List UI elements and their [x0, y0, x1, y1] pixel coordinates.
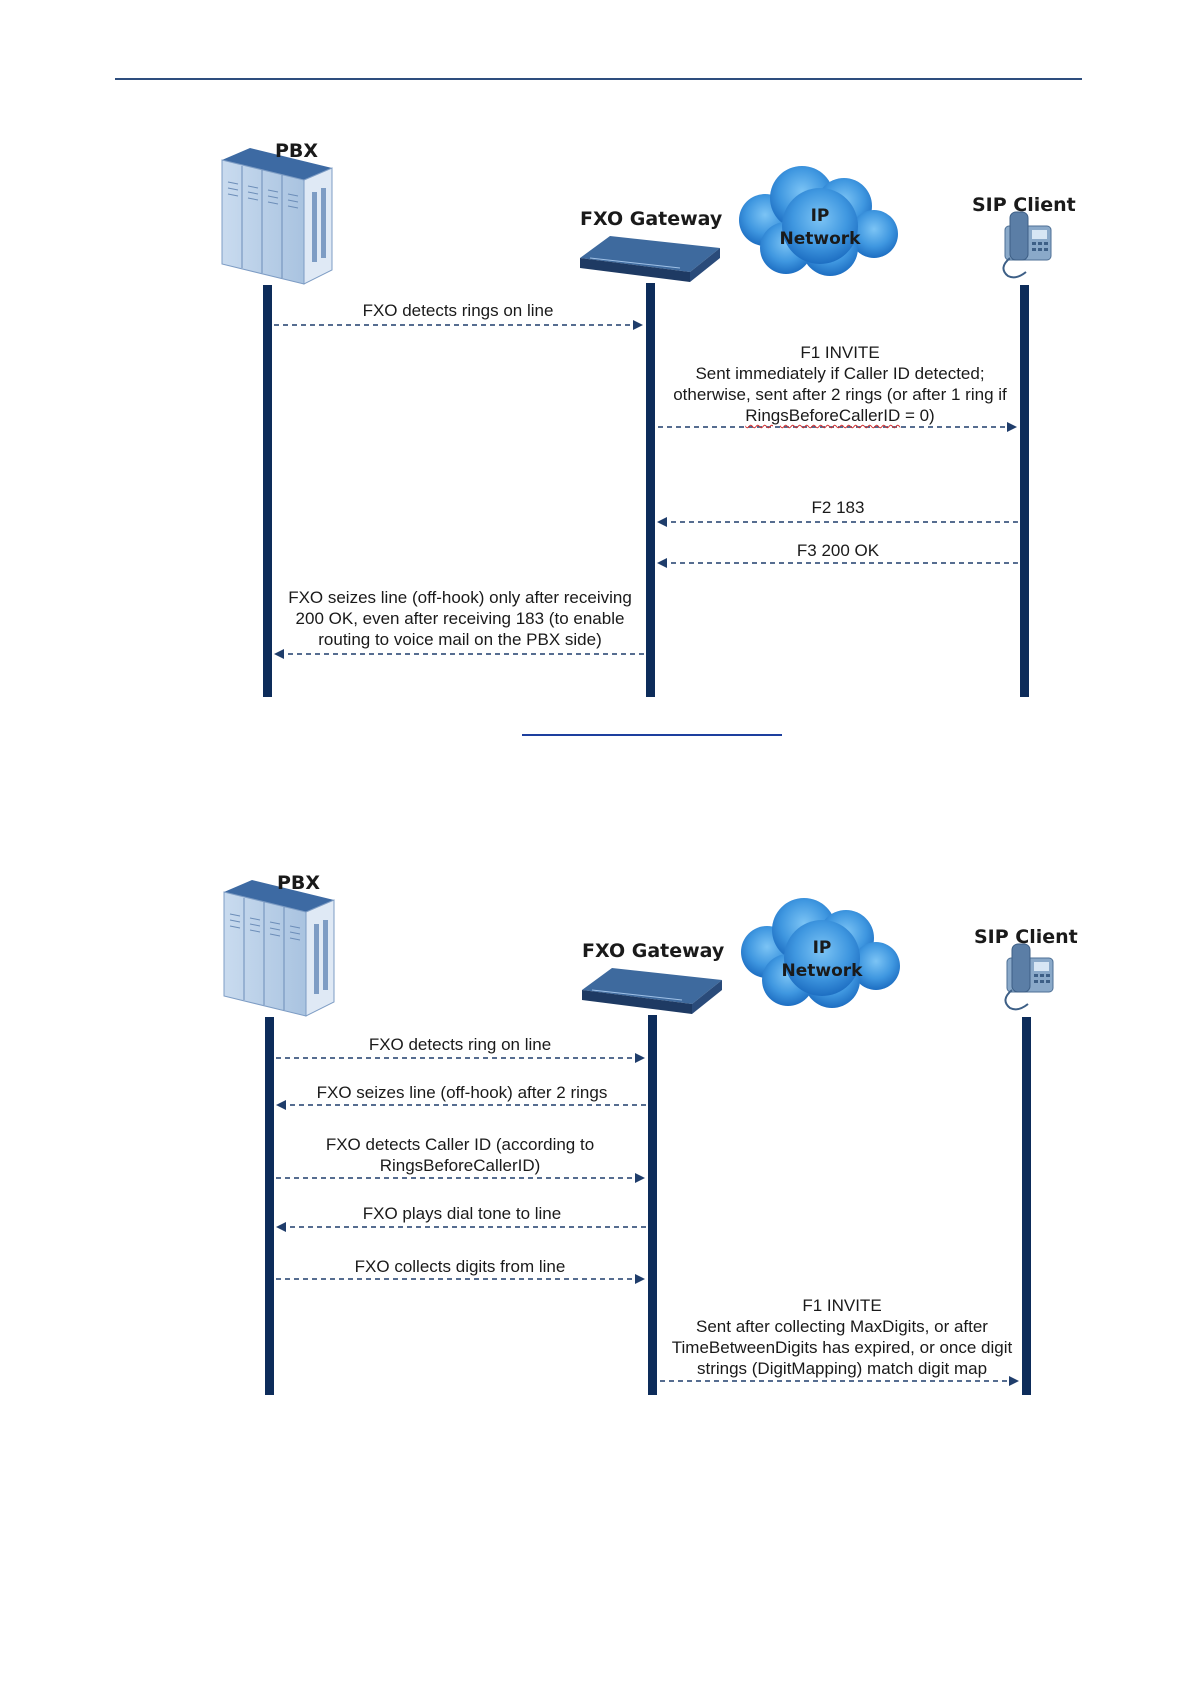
ip-network-cloud-icon [741, 898, 900, 1008]
message-line: otherwise, sent after 2 rings (or after … [673, 385, 1007, 404]
client-lifeline [1020, 285, 1029, 697]
message-line: FXO detects ring on line [368, 1035, 552, 1054]
message-line: Sent immediately if Caller ID detected; [695, 364, 985, 383]
pbx-building-icon [223, 880, 335, 1017]
network-label: IP Network [772, 937, 872, 983]
sequence-diagram-1: PBX FXO Gateway IP Network SIP Client FX… [180, 140, 1080, 700]
message-label: FXO seizes line (off-hook) only after re… [274, 587, 646, 650]
gateway-label: FXO Gateway [580, 208, 723, 230]
network-label-line-2: Network [779, 229, 861, 249]
network-label: IP Network [770, 205, 870, 251]
sip-phone-icon [1004, 943, 1054, 1011]
message-line: F1 INVITE [802, 1296, 882, 1315]
message-line: FXO detects Caller ID (according to [325, 1135, 595, 1154]
gateway-label: FXO Gateway [582, 940, 725, 962]
message-label: FXO detects Caller ID (according to Ring… [276, 1134, 644, 1176]
message-line: RingsBeforeCallerID = 0) [745, 406, 935, 425]
message-line: FXO seizes line (off-hook) after 2 rings [316, 1083, 608, 1102]
message-line: 200 OK, even after receiving 183 (to ena… [295, 609, 625, 628]
message-line: routing to voice mail on the PBX side) [318, 630, 602, 649]
message-line: F2 183 [811, 498, 865, 517]
gateway-lifeline [646, 283, 655, 697]
message-line: RingsBeforeCallerID) [379, 1156, 541, 1175]
pbx-label: PBX [277, 872, 321, 894]
pbx-label: PBX [275, 140, 319, 162]
message-label: FXO collects digits from line [276, 1256, 644, 1277]
client-lifeline [1022, 1017, 1031, 1395]
message-line: strings (DigitMapping) match digit map [696, 1359, 988, 1378]
message-label: FXO seizes line (off-hook) after 2 rings [276, 1082, 648, 1103]
sequence-diagram-2: PBX FXO Gateway IP Network SIP Client FX… [180, 872, 1080, 1412]
network-label-line-1: IP [810, 206, 830, 226]
message-line: TimeBetweenDigits has expired, or once d… [671, 1338, 1013, 1357]
caption-link-underline [522, 734, 782, 736]
message-line: F3 200 OK [796, 541, 880, 560]
diagram-1-graphics [221, 148, 1052, 697]
fxo-gateway-device-icon [582, 968, 722, 1014]
gateway-lifeline [648, 1015, 657, 1395]
message-line: FXO seizes line (off-hook) only after re… [288, 588, 632, 607]
pbx-building-icon [221, 148, 333, 285]
pbx-lifeline [263, 285, 272, 697]
message-line: FXO plays dial tone to line [362, 1204, 562, 1223]
message-line: Sent after collecting MaxDigits, or afte… [696, 1317, 988, 1336]
sip-phone-icon [1002, 211, 1052, 279]
message-label: FXO detects ring on line [276, 1034, 644, 1055]
spellcheck-word: RingsBeforeCallerID [745, 406, 901, 425]
message-line: FXO collects digits from line [354, 1257, 566, 1276]
message-label: FXO plays dial tone to line [276, 1203, 648, 1224]
message-line: F1 INVITE [800, 343, 880, 362]
ip-network-cloud-icon [739, 166, 898, 276]
message-label: F2 183 [658, 497, 1018, 518]
network-label-line-1: IP [812, 938, 832, 958]
message-label: F1 INVITE Sent after collecting MaxDigit… [650, 1295, 1034, 1379]
message-line: FXO detects rings on line [362, 301, 554, 320]
client-label: SIP Client [974, 926, 1078, 948]
message-label: FXO detects rings on line [274, 300, 642, 321]
network-label-line-2: Network [781, 961, 863, 981]
fxo-gateway-device-icon [580, 236, 720, 282]
message-label: F1 INVITE Sent immediately if Caller ID … [650, 342, 1030, 426]
diagram-2-graphics [223, 880, 1054, 1395]
client-label: SIP Client [972, 194, 1076, 216]
pbx-lifeline [265, 1017, 274, 1395]
header-rule [115, 78, 1082, 80]
message-label: F3 200 OK [658, 540, 1018, 561]
